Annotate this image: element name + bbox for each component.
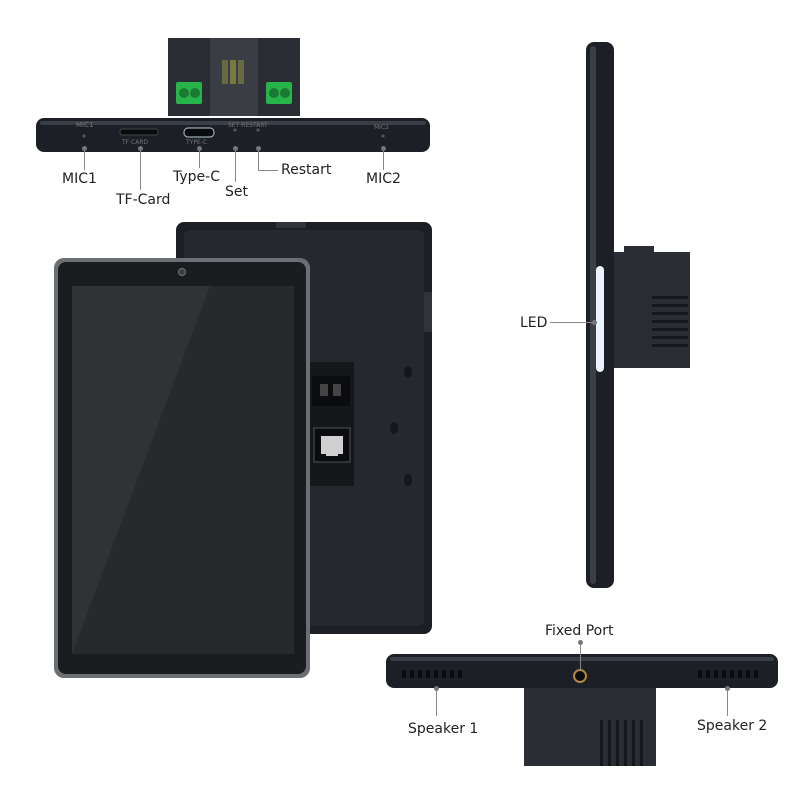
set-hole (233, 128, 237, 132)
tf-card-slot (119, 128, 159, 136)
terminal-block-left (176, 82, 202, 104)
label-mic1: MIC1 (62, 171, 97, 187)
side-back-box (614, 252, 690, 368)
top-slab (36, 118, 430, 152)
label-restart: Restart (281, 162, 332, 178)
label-speaker-2: Speaker 2 (697, 718, 768, 734)
label-mic2: MIC2 (366, 171, 401, 187)
label-fixed-port: Fixed Port (545, 623, 614, 639)
label-speaker-1: Speaker 1 (408, 721, 479, 737)
mic1-hole (82, 134, 86, 138)
label-type-c: Type-C (173, 169, 220, 185)
marking-mic1: MIC1 (76, 121, 94, 129)
type-c-port (183, 127, 215, 138)
led-strip (596, 266, 604, 372)
label-led: LED (520, 315, 548, 331)
marking-set-restart: SET RESTART (228, 122, 268, 129)
fixed-port (573, 669, 587, 683)
restart-hole (256, 128, 260, 132)
marking-mic2: MIC2 (374, 124, 389, 131)
marking-type-c: TYPE-C (186, 139, 208, 146)
speaker-grill-2 (698, 670, 758, 678)
terminal-block-right (266, 82, 292, 104)
speaker-grill-1 (402, 670, 462, 678)
label-tf-card: TF-Card (116, 192, 171, 208)
front-camera (178, 268, 186, 276)
mic2-hole (381, 134, 385, 138)
front-tablet (54, 258, 310, 678)
marking-tf-card: TF CARD (122, 139, 149, 146)
label-set: Set (225, 184, 248, 200)
